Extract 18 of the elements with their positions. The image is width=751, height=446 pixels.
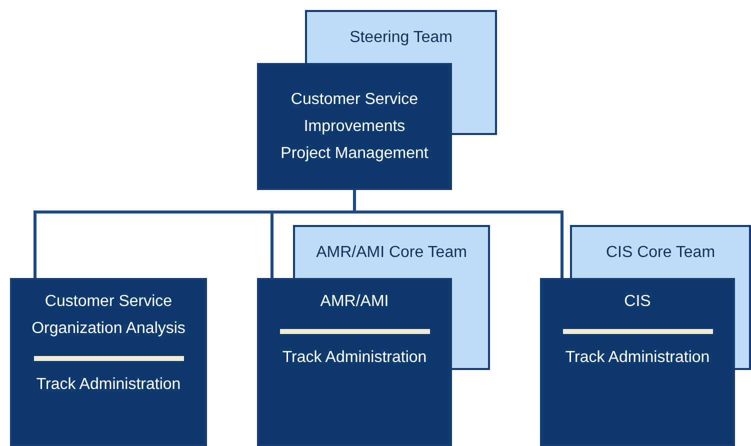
box-title: AMR/AMI [320, 292, 389, 312]
box-subtitle: Track Administration [36, 375, 181, 395]
box-subtitle: Track Administration [565, 348, 710, 368]
team-tab [305, 10, 497, 63]
box-title: CIS Core Team [606, 243, 716, 263]
org-box [10, 278, 207, 446]
team-tab [570, 225, 751, 278]
connector-line [353, 190, 564, 278]
box-title: Steering Team [350, 28, 452, 48]
box-title: CIS [624, 292, 651, 312]
box-title: AMR/AMI Core Team [316, 243, 467, 263]
box-title: Customer Service Improvements Project Management [280, 90, 430, 164]
org-box [257, 63, 452, 190]
box-title: Customer Service Organization Analysis [30, 292, 186, 339]
team-tab [293, 225, 490, 278]
org-box [540, 278, 735, 446]
org-box [257, 278, 452, 446]
box-subtitle: Track Administration [282, 348, 427, 368]
